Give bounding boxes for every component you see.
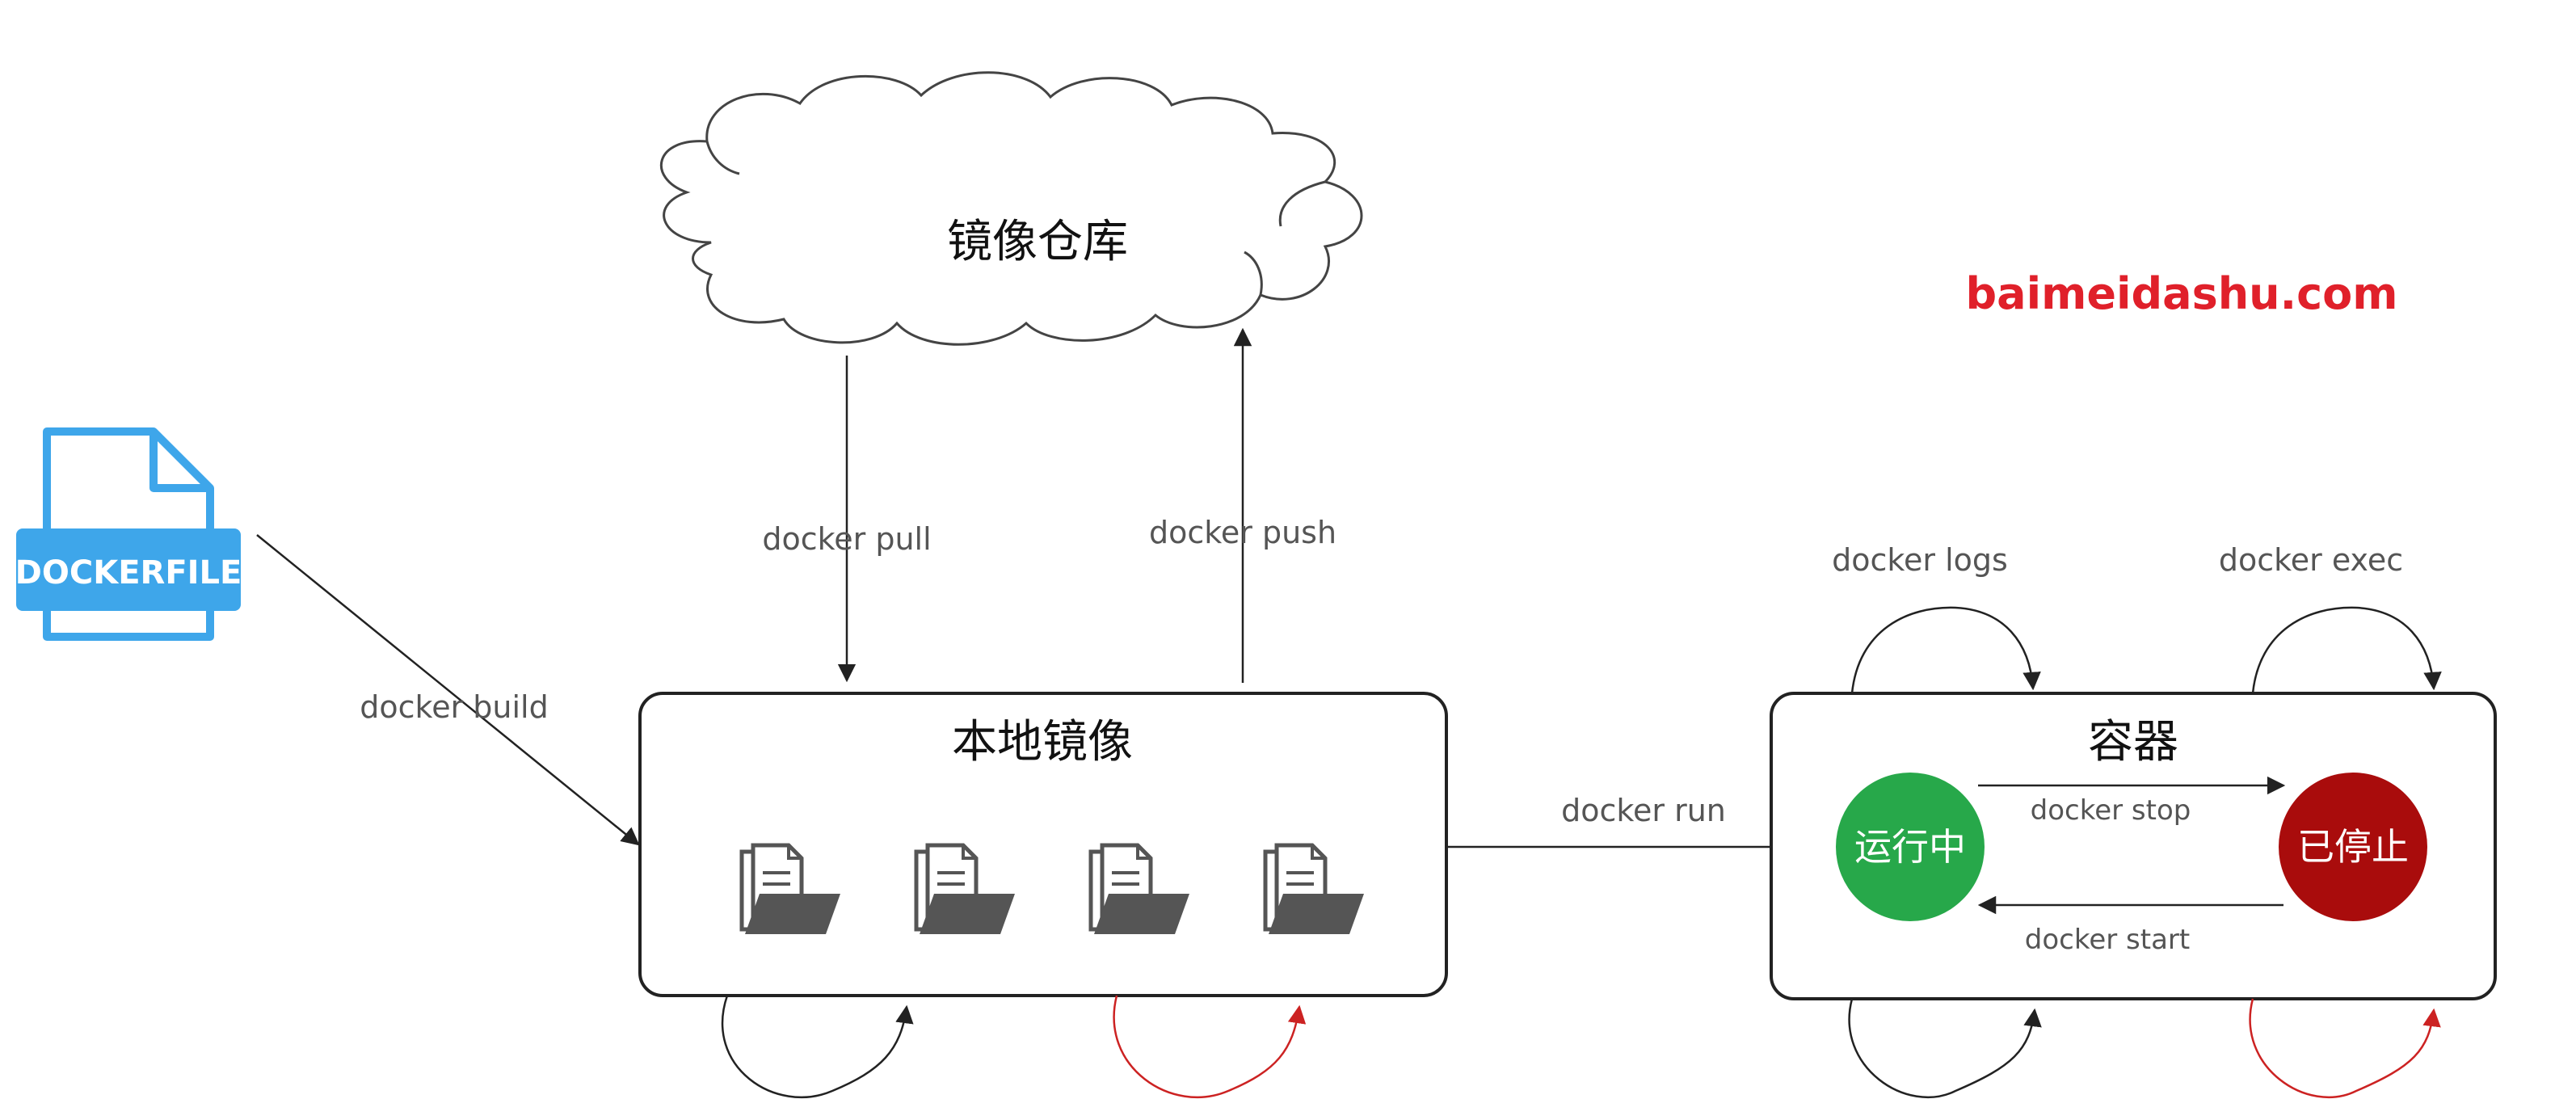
dockerfile-label: DOCKERFILE — [15, 554, 242, 592]
stopped-state-node: 已停止 — [2279, 773, 2427, 921]
exec-command-label: docker exec — [2219, 542, 2403, 578]
local-images-loop-left — [721, 995, 914, 1099]
watermark-text: baimeidashu.com — [1965, 268, 2397, 319]
logs-loop — [1850, 606, 2041, 694]
running-state-node: 运行中 — [1836, 773, 1985, 921]
run-command-label: docker run — [1561, 793, 1726, 828]
exec-loop — [2251, 606, 2442, 694]
push-command-label: docker push — [1149, 515, 1336, 550]
local-images-title: 本地镜像 — [952, 716, 1133, 768]
registry-label: 镜像仓库 — [947, 216, 1128, 268]
container-title: 容器 — [2088, 716, 2178, 768]
build-command-label: docker build — [360, 689, 548, 725]
local-images-box: 本地镜像 — [638, 692, 1448, 997]
pull-command-label: docker pull — [762, 521, 931, 557]
image-registry-cloud: 镜像仓库 — [659, 71, 1363, 346]
stop-command-label: docker stop — [2031, 794, 2191, 827]
container-loop-right — [2249, 998, 2441, 1099]
running-state-label: 运行中 — [1854, 825, 1966, 869]
build-arrow — [256, 534, 640, 846]
start-command-label: docker start — [2025, 924, 2190, 956]
container-loop-left — [1848, 998, 2042, 1099]
logs-command-label: docker logs — [1832, 542, 2008, 578]
local-images-loop-right — [1113, 995, 1307, 1099]
container-box: 容器 — [1770, 692, 2497, 1000]
dockerfile-icon: DOCKERFILE — [15, 427, 242, 641]
stopped-state-label: 已停止 — [2297, 825, 2409, 869]
